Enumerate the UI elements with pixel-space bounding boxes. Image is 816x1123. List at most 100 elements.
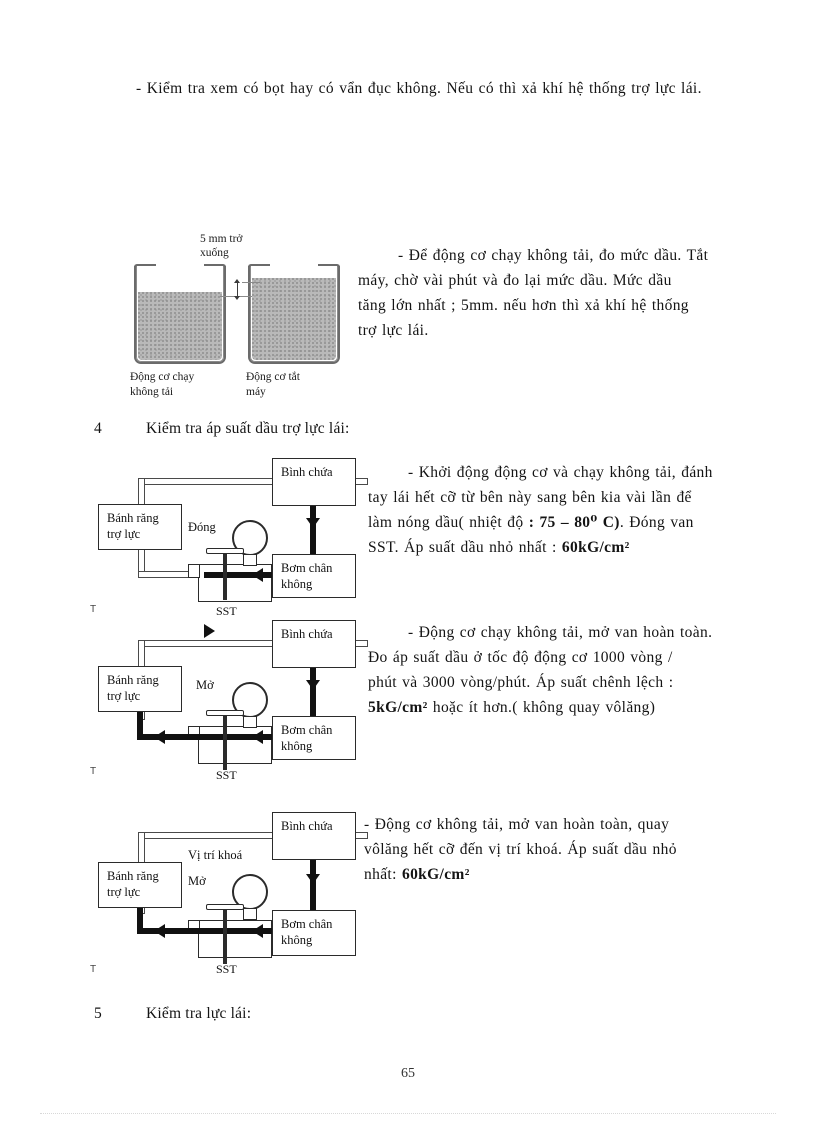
tank-rim-right xyxy=(318,264,340,271)
gearbox-label-line1: Bánh răng xyxy=(107,673,159,687)
reservoir-box: Bình chứa xyxy=(272,458,356,506)
reservoir-box: Bình chứa xyxy=(272,812,356,860)
tank-oil-fill xyxy=(252,278,336,360)
oil-gap-label-line1: 5 mm trở xyxy=(200,233,243,245)
tank-caption-right: Động cơ tắt máy xyxy=(246,370,351,400)
sst-label: SST xyxy=(216,604,237,619)
valve-state-label: Mở xyxy=(196,678,214,693)
paragraph-circuit-3-line2: vôlăng hết cỡ đến vị trí khoá. Áp suất d… xyxy=(364,841,677,858)
sst-label-text: SST xyxy=(216,962,237,976)
gearbox-label-line2: trợ lực xyxy=(107,689,141,703)
pump-box: Bơm chân không xyxy=(272,554,356,598)
sst-label-text: SST xyxy=(216,604,237,618)
tank-port-marker-text: T xyxy=(90,964,97,975)
tank-port-marker: T xyxy=(90,964,96,975)
supply-pipe-vertical xyxy=(310,668,316,716)
valve-stem xyxy=(223,548,227,600)
reservoir-box: Bình chứa xyxy=(272,620,356,668)
pressure-pipe-left-vertical xyxy=(137,712,143,740)
paragraph-oil-level-line3: tăng lớn nhất ; 5mm. nếu hơn thì xả khí … xyxy=(358,297,689,314)
tank-oil-fill xyxy=(138,292,222,360)
valve-state-text: Mở xyxy=(188,874,206,888)
heading-section-5-text: Kiểm tra lực lái: xyxy=(146,1005,252,1022)
tank-caption-right-line2: máy xyxy=(246,386,266,398)
valve-state-label: Mở xyxy=(188,874,206,889)
pump-label-line1: Bơm chân xyxy=(281,917,333,931)
tank-caption-left-line2: không tải xyxy=(130,386,174,398)
tank-inner-wall xyxy=(250,266,338,362)
valve-state-label: Đóng xyxy=(188,520,216,535)
pressure-gauge-neck xyxy=(243,554,257,566)
heading-section-5-number: 5 xyxy=(94,1005,102,1022)
paragraph-oil-level-line2: máy, chờ vài phút và đo lại mức dầu. Mức… xyxy=(358,272,672,289)
paragraph-intro: - Kiểm tra xem có bọt hay có vẩn đục khô… xyxy=(96,76,760,101)
paragraph-intro-text: - Kiểm tra xem có bọt hay có vẩn đục khô… xyxy=(136,80,702,97)
paragraph-circuit-1-line3a: làm nóng dầu( nhiệt độ xyxy=(368,514,529,531)
valve-state-text: Đóng xyxy=(188,520,216,534)
tank-caption-left: Động cơ chạy không tải xyxy=(130,370,235,400)
paragraph-circuit-3-pressure: 60kG/cm² xyxy=(401,866,470,883)
circuit-diagram-3: Bình chứa Bơm chân không Bánh răng trợ l… xyxy=(90,812,368,976)
heading-section-5: 5 Kiểm tra lực lái: xyxy=(94,1003,251,1025)
pump-label-line2: không xyxy=(281,933,313,947)
valve-state-text: Mở xyxy=(196,678,214,692)
valve-handwheel xyxy=(206,548,244,554)
level-gap-arrow xyxy=(234,279,240,300)
paragraph-circuit-2-line3: phút và 3000 vòng/phút. Áp suất chênh lệ… xyxy=(368,674,674,691)
supply-pipe-vertical xyxy=(310,860,316,910)
valve-stem xyxy=(223,904,227,964)
heading-section-4-text: Kiểm tra áp suất dầu trợ lực lái: xyxy=(146,420,350,437)
sst-label: SST xyxy=(216,962,237,977)
flow-arrow-down xyxy=(306,874,320,884)
sst-label: SST xyxy=(216,768,237,783)
gearbox-box: Bánh răng trợ lực xyxy=(98,862,182,908)
tank-engine-idling xyxy=(134,264,226,364)
paragraph-oil-level-line4: trợ lực lái. xyxy=(358,322,429,339)
level-line-right xyxy=(242,282,260,283)
gearbox-box: Bánh răng trợ lực xyxy=(98,504,182,550)
circuit-diagram-1: Bình chứa Bơm chân không Bánh răng trợ l… xyxy=(90,458,368,618)
oil-gap-label-line2: xuống xyxy=(200,247,229,259)
flow-arrow-left-inner xyxy=(252,730,263,744)
tank-engine-off xyxy=(248,264,340,364)
paragraph-circuit-1: - Khởi động động cơ và chạy không tải, đ… xyxy=(368,460,766,560)
reservoir-label: Bình chứa xyxy=(281,819,333,833)
pressure-pipe-horizontal xyxy=(137,734,276,740)
pump-box: Bơm chân không xyxy=(272,716,356,760)
lock-position-text: Vị trí khoá xyxy=(188,848,243,862)
oil-gap-label: 5 mm trở xuống xyxy=(200,232,300,260)
paragraph-circuit-1-line3c: . Đóng van xyxy=(619,514,694,531)
paragraph-circuit-1-line1: - Khởi động động cơ và chạy không tải, đ… xyxy=(408,464,713,481)
pump-label-line1: Bơm chân xyxy=(281,723,333,737)
valve-stem xyxy=(223,710,227,770)
tank-caption-left-line1: Động cơ chạy xyxy=(130,371,195,383)
paragraph-oil-level: - Để động cơ chạy không tải, đo mức dầu.… xyxy=(358,243,760,343)
tank-rim-left xyxy=(248,264,270,271)
paragraph-circuit-2-line1: - Động cơ chạy không tải, mở van hoàn to… xyxy=(408,624,713,641)
flow-arrow-left xyxy=(252,568,263,582)
paragraph-circuit-2-line2: Đo áp suất dầu ở tốc độ động cơ 1000 vòn… xyxy=(368,649,673,666)
reservoir-label: Bình chứa xyxy=(281,465,333,479)
flow-arrow-down xyxy=(306,518,320,528)
pressure-gauge-neck xyxy=(243,716,257,728)
flow-arrow-left-inner xyxy=(252,924,263,938)
page-number: 65 xyxy=(0,1066,816,1082)
tank-port-marker-text: T xyxy=(90,604,97,615)
footer-divider xyxy=(40,1113,776,1115)
tank-port-marker: T xyxy=(90,604,96,615)
paragraph-circuit-1-line4a: SST. Áp suất dầu nhỏ nhất : xyxy=(368,539,562,556)
pressure-pipe-left-vertical xyxy=(137,906,143,934)
valve-handwheel xyxy=(206,904,244,910)
paragraph-circuit-2: - Động cơ chạy không tải, mở van hoàn to… xyxy=(368,620,766,720)
pump-box: Bơm chân không xyxy=(272,910,356,956)
flow-arrow-down xyxy=(306,680,320,690)
pump-label-line2: không xyxy=(281,739,313,753)
paragraph-circuit-1-line2: tay lái hết cỡ từ bên này sang bên kia v… xyxy=(368,489,692,506)
pressure-pipe-horizontal xyxy=(137,928,276,934)
gearbox-box: Bánh răng trợ lực xyxy=(98,666,182,712)
pump-label-line2: không xyxy=(281,577,313,591)
sst-valve-port-left xyxy=(188,564,200,578)
paragraph-circuit-3-line3a: nhất: xyxy=(364,866,402,883)
